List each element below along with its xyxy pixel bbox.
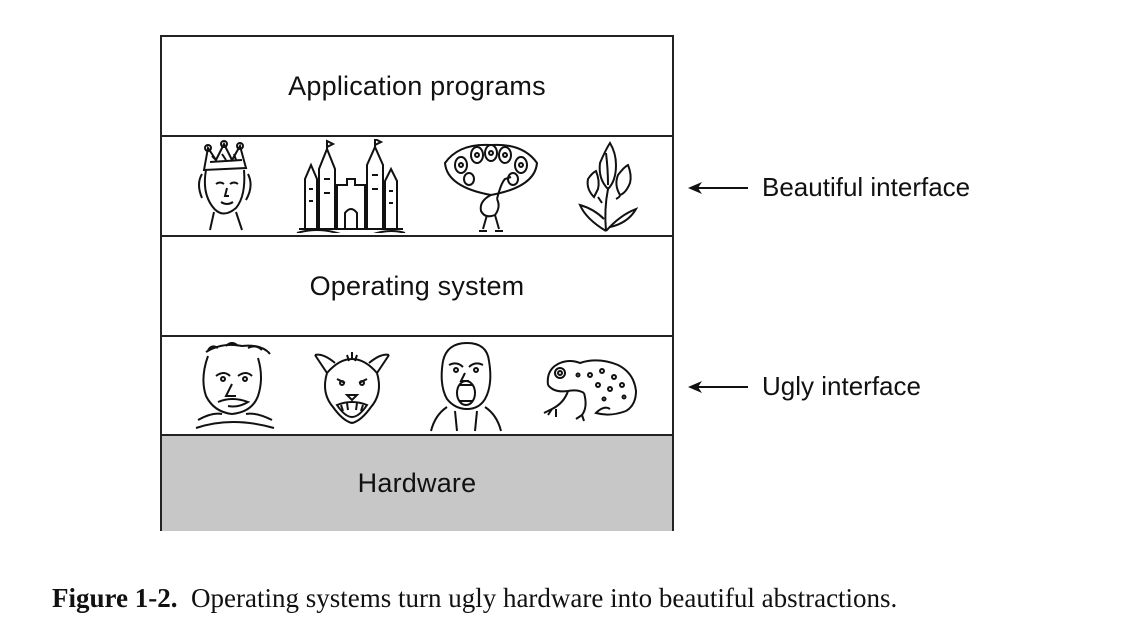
beautiful-interface-annotation: Beautiful interface: [688, 172, 970, 203]
flower-icon: [578, 141, 638, 232]
operating-system-layer: Operating system: [162, 237, 672, 337]
queen-icon: [198, 140, 252, 231]
application-programs-label: Application programs: [288, 70, 546, 101]
figure-number: Figure 1-2.: [52, 583, 178, 613]
operating-system-label: Operating system: [309, 270, 525, 301]
grotesque-face-icon: [195, 341, 275, 429]
figure-caption: Figure 1-2. Operating systems turn ugly …: [52, 583, 897, 614]
caption-text: Operating systems turn ugly hardware int…: [190, 583, 898, 613]
ugly-interface-annotation: Ugly interface: [688, 371, 921, 402]
screaming-man-icon: [430, 341, 503, 431]
hardware-layer: Hardware: [162, 436, 672, 531]
left-arrow-icon: [688, 380, 748, 393]
left-arrow-icon: [688, 181, 748, 194]
snarling-dog-icon: [313, 351, 390, 424]
beautiful-interface-layer: [162, 137, 672, 237]
ugly-interface-label: Ugly interface: [762, 371, 921, 401]
castle-icon: [296, 139, 406, 233]
peacock-icon: [444, 143, 539, 232]
layer-stack: Application programs: [160, 35, 674, 531]
ugly-interface-layer: [162, 337, 672, 436]
beautiful-interface-label: Beautiful interface: [762, 172, 971, 202]
hardware-label: Hardware: [357, 468, 477, 498]
toad-icon: [543, 358, 637, 421]
application-programs-layer: Application programs: [162, 37, 672, 137]
